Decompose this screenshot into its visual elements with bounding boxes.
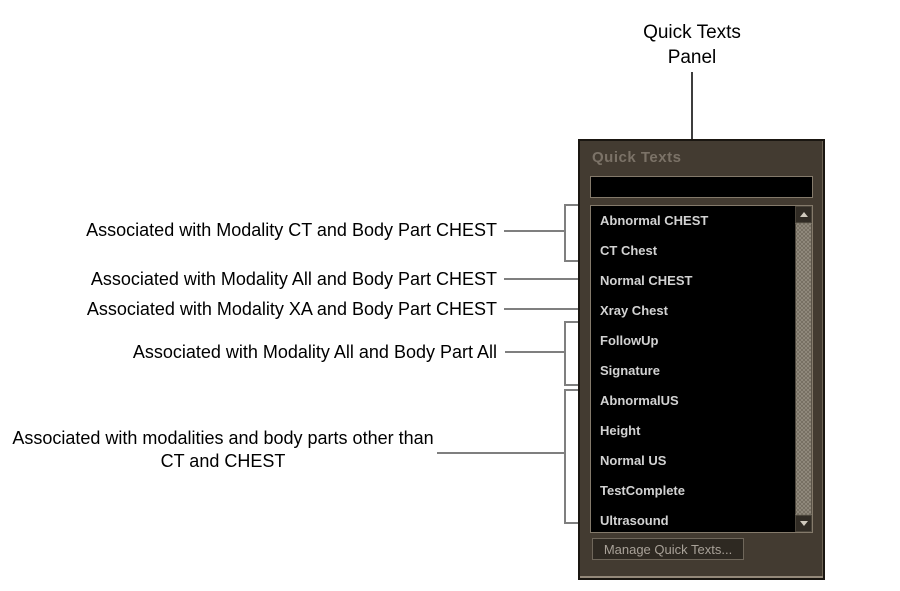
- list-item[interactable]: AbnormalUS: [600, 393, 679, 408]
- leader-line-4: [505, 351, 564, 353]
- quick-text-filter-input[interactable]: [590, 176, 813, 198]
- annotation-modality-xa-chest: Associated with Modality XA and Body Par…: [86, 299, 497, 319]
- scrollbar[interactable]: [795, 206, 812, 532]
- list-item[interactable]: FollowUp: [600, 333, 659, 348]
- annotation-modality-ct-chest: Associated with Modality CT and Body Par…: [86, 220, 497, 240]
- annotation-modality-all-all: Associated with Modality All and Body Pa…: [132, 342, 497, 362]
- scrollbar-thumb[interactable]: [795, 223, 812, 515]
- bracket-other-group: [564, 389, 580, 524]
- quick-texts-panel-callout: Quick Texts Panel: [643, 22, 741, 68]
- quick-texts-list: Abnormal CHEST CT Chest Normal CHEST Xra…: [590, 205, 813, 533]
- list-item[interactable]: TestComplete: [600, 483, 685, 498]
- list-item[interactable]: Normal CHEST: [600, 273, 693, 288]
- leader-line-5: [437, 452, 564, 454]
- scroll-down-arrow-icon: [799, 521, 808, 526]
- manage-quick-texts-button[interactable]: Manage Quick Texts...: [592, 538, 744, 560]
- list-item[interactable]: CT Chest: [600, 243, 658, 258]
- scroll-down-button[interactable]: [795, 515, 812, 532]
- leader-line-2: [504, 278, 580, 280]
- list-item[interactable]: Signature: [600, 363, 660, 378]
- quick-texts-rows: Abnormal CHEST CT Chest Normal CHEST Xra…: [591, 206, 795, 532]
- leader-line-1: [504, 230, 564, 232]
- callout-connector-line: [691, 72, 693, 140]
- panel-title: Quick Texts: [592, 149, 682, 166]
- annotation-modality-all-chest: Associated with Modality All and Body Pa…: [90, 269, 497, 289]
- leader-line-3: [504, 308, 580, 310]
- list-item[interactable]: Abnormal CHEST: [600, 213, 709, 228]
- list-item[interactable]: Xray Chest: [600, 303, 668, 318]
- scroll-up-arrow-icon: [799, 212, 808, 217]
- list-item[interactable]: Ultrasound: [600, 513, 669, 528]
- quick-texts-panel: Quick Texts Abnormal CHEST CT Chest Norm…: [578, 139, 825, 580]
- scroll-up-button[interactable]: [795, 206, 812, 223]
- annotation-other-modalities: Associated with modalities and body part…: [12, 428, 434, 471]
- bracket-ct-chest-group: [564, 204, 580, 262]
- list-item[interactable]: Normal US: [600, 453, 667, 468]
- bracket-all-all-group: [564, 321, 580, 386]
- list-item[interactable]: Height: [600, 423, 641, 438]
